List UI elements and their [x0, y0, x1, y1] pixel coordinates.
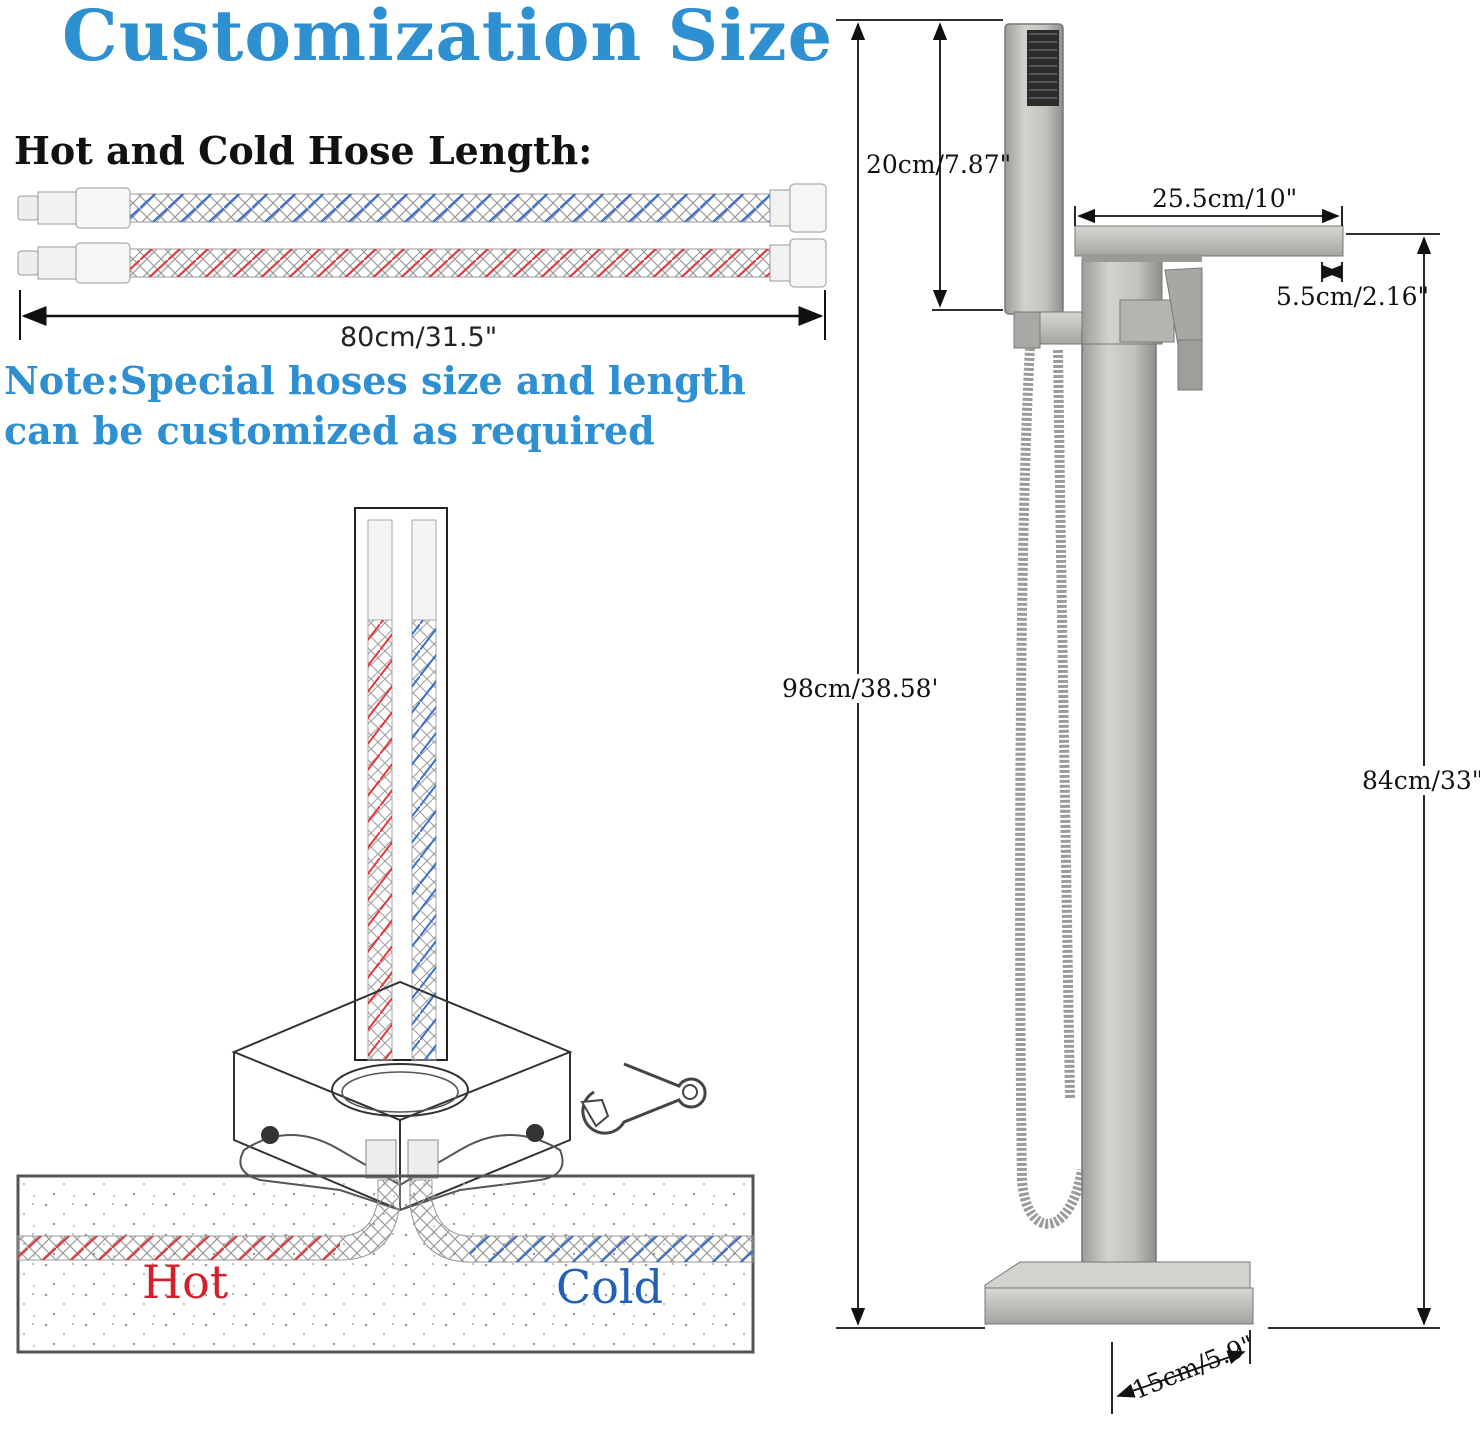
faucet-illustration — [984, 23, 1344, 1325]
hose-length-dimension — [19, 290, 826, 340]
spout-height-label: 84cm/33" — [1362, 766, 1480, 795]
hot-label: Hot — [142, 1255, 229, 1309]
note-line-1: Note:Special hoses size and length — [4, 358, 746, 403]
hose-length-value: 80cm/31.5" — [340, 322, 498, 353]
hot-hose-illustration — [17, 238, 827, 288]
total-height-label: 98cm/38.58' — [782, 674, 939, 703]
spout-length-label: 25.5cm/10" — [1152, 184, 1298, 213]
installation-diagram — [16, 507, 755, 1354]
page-title: Customization Size — [62, 0, 834, 77]
cold-label: Cold — [556, 1260, 664, 1314]
note-line-2: can be customized as required — [4, 408, 655, 453]
hand-shower-height-label: 20cm/7.87" — [866, 150, 1012, 179]
hose-length-label: Hot and Cold Hose Length: — [14, 128, 593, 173]
spout-lip-label: 5.5cm/2.16" — [1276, 282, 1430, 311]
cold-hose-illustration — [17, 183, 827, 233]
wrench-icon — [580, 1062, 707, 1135]
